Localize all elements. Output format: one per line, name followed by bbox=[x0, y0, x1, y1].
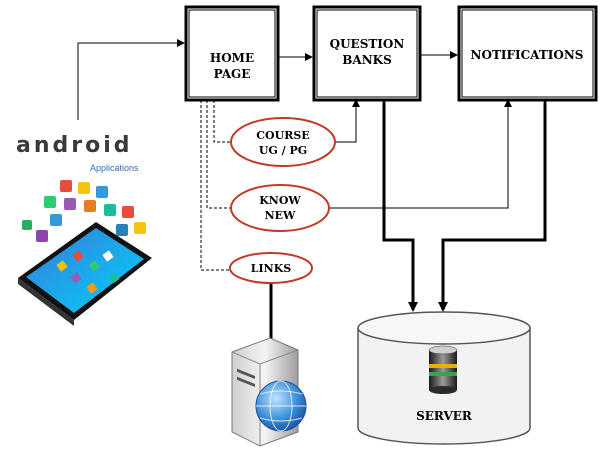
server-cylinder: SERVER bbox=[357, 311, 531, 445]
question-banks-box: QUESTION BANKS bbox=[312, 5, 422, 102]
question-banks-label-line2: BANKS bbox=[342, 53, 392, 67]
links-label: LINKS bbox=[251, 262, 291, 275]
connector-know-notifications bbox=[330, 99, 512, 209]
android-app-image: android Applications bbox=[12, 118, 154, 326]
android-subtitle: Applications bbox=[90, 163, 139, 173]
server-label: SERVER bbox=[416, 409, 473, 423]
connector-notifications-server bbox=[438, 95, 550, 312]
web-server-icon bbox=[231, 337, 307, 447]
dashed-connectors bbox=[200, 100, 230, 271]
know-new-label-line1: KNOW bbox=[259, 194, 301, 207]
know-new-oval: KNOW NEW bbox=[230, 184, 330, 232]
course-label-line2: UG / PG bbox=[259, 144, 307, 157]
home-page-label-line2: PAGE bbox=[214, 67, 251, 81]
home-page-label-line1: HOME bbox=[210, 51, 254, 65]
course-label-line1: COURSE bbox=[256, 129, 309, 142]
globe-icon bbox=[255, 380, 307, 432]
connector-qbank-server bbox=[379, 95, 418, 312]
android-logo-icon: android bbox=[16, 133, 133, 158]
database-icon bbox=[428, 345, 458, 394]
know-new-label-line2: NEW bbox=[265, 209, 296, 222]
connector-course-qbank bbox=[336, 99, 360, 143]
course-oval: COURSE UG / PG bbox=[230, 117, 336, 167]
question-banks-label-line1: QUESTION bbox=[330, 37, 405, 51]
notifications-box: NOTIFICATIONS bbox=[457, 5, 598, 102]
notifications-label: NOTIFICATIONS bbox=[471, 48, 584, 62]
links-oval: LINKS bbox=[229, 252, 313, 284]
connector-android-home bbox=[77, 39, 185, 120]
home-page-box: HOME PAGE bbox=[184, 5, 280, 102]
smartphone-icon bbox=[18, 180, 152, 326]
